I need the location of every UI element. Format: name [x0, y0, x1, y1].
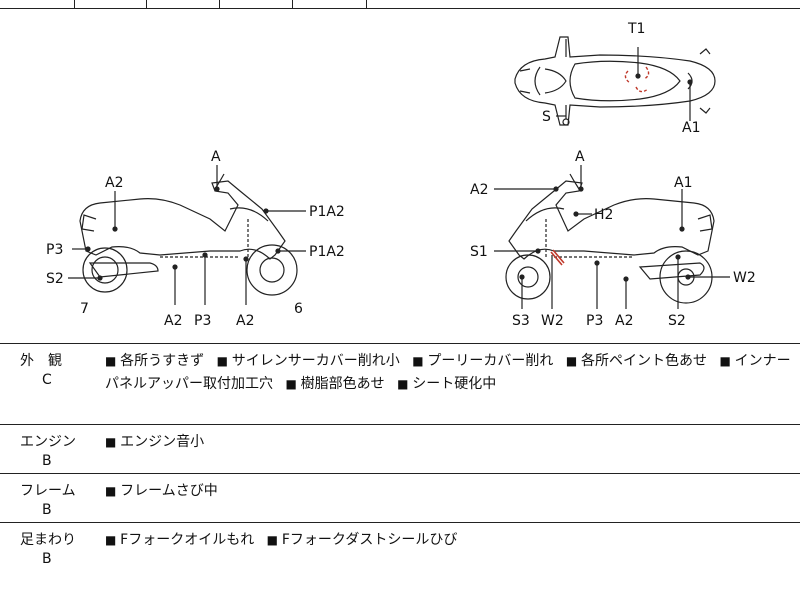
note-item: サイレンサーカバー削れ小: [217, 353, 400, 369]
label-left-a2: A2: [105, 175, 123, 191]
note-item: フレームさび中: [105, 483, 218, 499]
top-view-damage-mark: [624, 66, 650, 93]
row-notes: Fフォークオイルもれ Fフォークダストシールひび: [105, 529, 795, 552]
label-left-a2-bottom-1: A2: [164, 313, 182, 329]
label-right-s1: S1: [470, 244, 488, 260]
right-view-scooter: [505, 173, 715, 304]
label-right-w2-bottom: W2: [541, 313, 564, 329]
label-t1: T1: [627, 21, 645, 37]
note-item: エンジン音小: [105, 434, 204, 450]
label-left-p1a2-lower: P1A2: [309, 244, 345, 260]
label-left-7: 7: [80, 301, 89, 317]
label-right-s2: S2: [668, 313, 686, 329]
row-notes: 各所うすきず サイレンサーカバー削れ小 プーリーカバー削れ 各所ペイント色あせ …: [105, 350, 795, 396]
row-name: 外 観: [20, 353, 62, 369]
note-item: 各所うすきず: [105, 353, 204, 369]
label-right-a1: A1: [674, 175, 692, 191]
label-right-a2: A2: [470, 182, 488, 198]
label-right-a2-bottom: A2: [615, 313, 633, 329]
note-item: Fフォークオイルもれ: [105, 532, 254, 548]
note-item: 樹脂部色あせ: [285, 376, 384, 392]
header-table-row: [0, 0, 800, 9]
label-s: S: [542, 109, 551, 125]
row-name: エンジン: [20, 434, 76, 450]
row-name: 足まわり: [20, 532, 76, 548]
left-view-leaders: [68, 165, 306, 305]
row-grade: B: [42, 453, 52, 469]
condition-row-frame: フレーム B フレームさび中: [0, 474, 800, 523]
label-left-6: 6: [294, 301, 303, 317]
row-name: フレーム: [20, 483, 76, 499]
label-right-h2: H2: [594, 207, 613, 223]
label-right-w2: W2: [733, 270, 756, 286]
table-cell-divider: [366, 0, 367, 8]
condition-row-engine: エンジン B エンジン音小: [0, 425, 800, 474]
note-item: プーリーカバー削れ: [412, 353, 553, 369]
label-left-p3: P3: [46, 242, 63, 258]
table-cell-divider: [146, 0, 147, 8]
top-view-scooter: [514, 36, 716, 126]
label-left-a: A: [211, 149, 221, 165]
table-cell-divider: [74, 0, 75, 8]
note-item: シート硬化中: [397, 376, 496, 392]
right-view-leaders: [494, 165, 730, 309]
label-left-a2-bottom-2: A2: [236, 313, 254, 329]
top-view-leaders: [556, 47, 693, 121]
label-left-s2: S2: [46, 271, 64, 287]
label-right-s3: S3: [512, 313, 530, 329]
table-cell-divider: [219, 0, 220, 8]
row-notes: エンジン音小: [105, 431, 795, 454]
label-right-a: A: [575, 149, 585, 165]
label-a1: A1: [682, 120, 700, 136]
table-cell-divider: [292, 0, 293, 8]
row-grade: B: [42, 502, 52, 518]
note-item: Fフォークダストシールひび: [267, 532, 458, 548]
left-view-scooter: [79, 173, 298, 296]
label-right-p3: P3: [586, 313, 603, 329]
note-item: 各所ペイント色あせ: [566, 353, 707, 369]
row-grade: C: [42, 372, 52, 388]
damage-diagram: T1 S A1: [0, 9, 800, 344]
right-view-damage-mark: [550, 249, 565, 266]
row-notes: フレームさび中: [105, 480, 795, 503]
label-left-p3-bottom: P3: [194, 313, 211, 329]
condition-row-suspension: 足まわり B Fフォークオイルもれ Fフォークダストシールひび: [0, 523, 800, 600]
row-grade: B: [42, 551, 52, 567]
condition-row-exterior: 外 観 C 各所うすきず サイレンサーカバー削れ小 プーリーカバー削れ 各所ペイ…: [0, 344, 800, 425]
label-left-p1a2-upper: P1A2: [309, 204, 345, 220]
